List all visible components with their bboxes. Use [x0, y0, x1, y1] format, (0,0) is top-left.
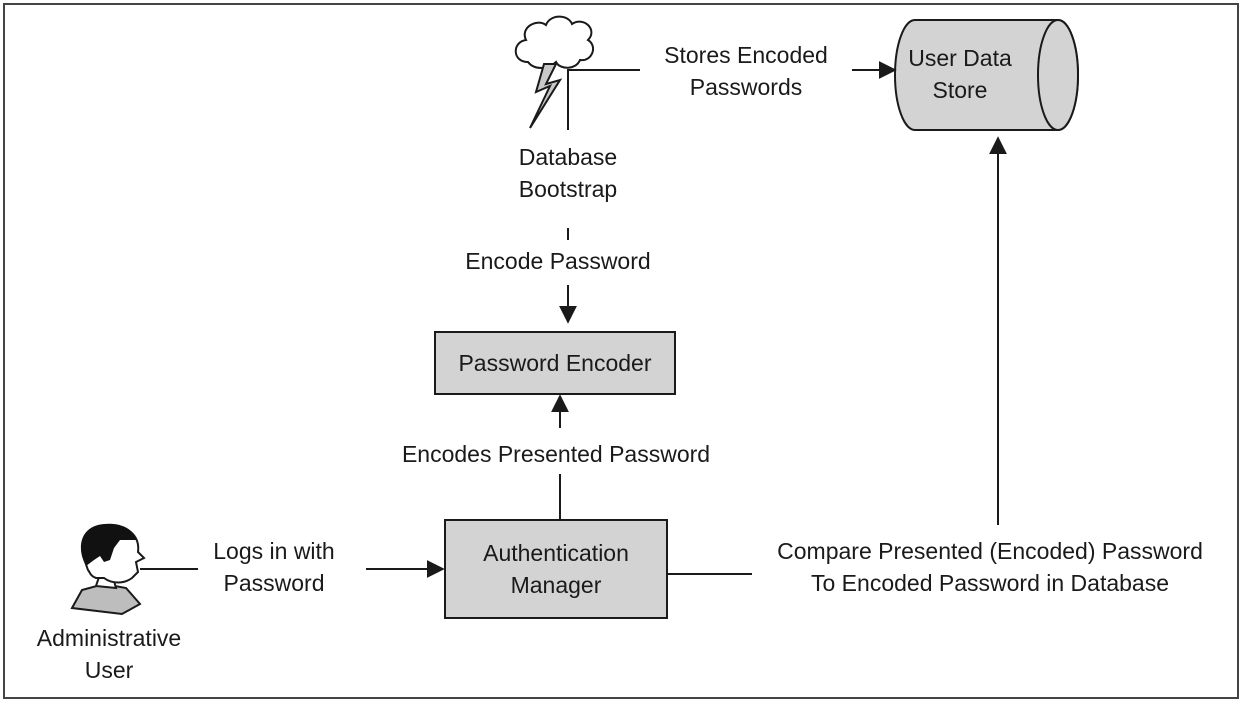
logs-in-line1: Logs in with: [213, 538, 335, 564]
compare-line1: Compare Presented (Encoded) Password: [777, 538, 1203, 564]
authentication-manager-line2: Manager: [510, 572, 602, 598]
stores-encoded-label: Stores Encoded Passwords: [640, 39, 852, 103]
user-data-store: User Data Store: [905, 42, 1015, 106]
database-bootstrap: Database Bootstrap: [478, 141, 658, 205]
stores-encoded-line2: Passwords: [689, 74, 803, 100]
user-data-store-line1: User Data: [908, 45, 1012, 71]
compare-label: Compare Presented (Encoded) Password To …: [746, 535, 1234, 599]
user-data-store-cylinder: [894, 19, 1079, 131]
cloud-lightning-icon: [514, 15, 595, 129]
logs-in-line2: Password: [223, 570, 325, 596]
password-encoder-label: Password Encoder: [458, 350, 652, 376]
diagram-frame: [3, 3, 1239, 699]
authentication-manager-line1: Authentication: [483, 540, 629, 566]
compare-line2: To Encoded Password in Database: [811, 570, 1169, 596]
administrative-user-line2: User: [84, 657, 134, 683]
administrative-user: Administrative User: [14, 622, 204, 686]
encodes-presented-label: Encodes Presented Password: [401, 441, 711, 467]
password-encoder-box: Password Encoder: [434, 331, 676, 395]
administrative-user-line1: Administrative: [36, 625, 182, 651]
edge-stores-encoded: [567, 61, 897, 130]
user-data-store-line2: Store: [932, 77, 988, 103]
database-bootstrap-line2: Bootstrap: [518, 176, 618, 202]
stores-encoded-line1: Stores Encoded: [664, 42, 828, 68]
edge-compare: [668, 136, 1007, 575]
authentication-manager-box: Authentication Manager: [444, 519, 668, 619]
logs-in-label: Logs in with Password: [190, 535, 358, 599]
encode-password-label: Encode Password: [465, 248, 651, 274]
person-speaking-icon: [70, 523, 146, 616]
database-bootstrap-line1: Database: [518, 144, 618, 170]
